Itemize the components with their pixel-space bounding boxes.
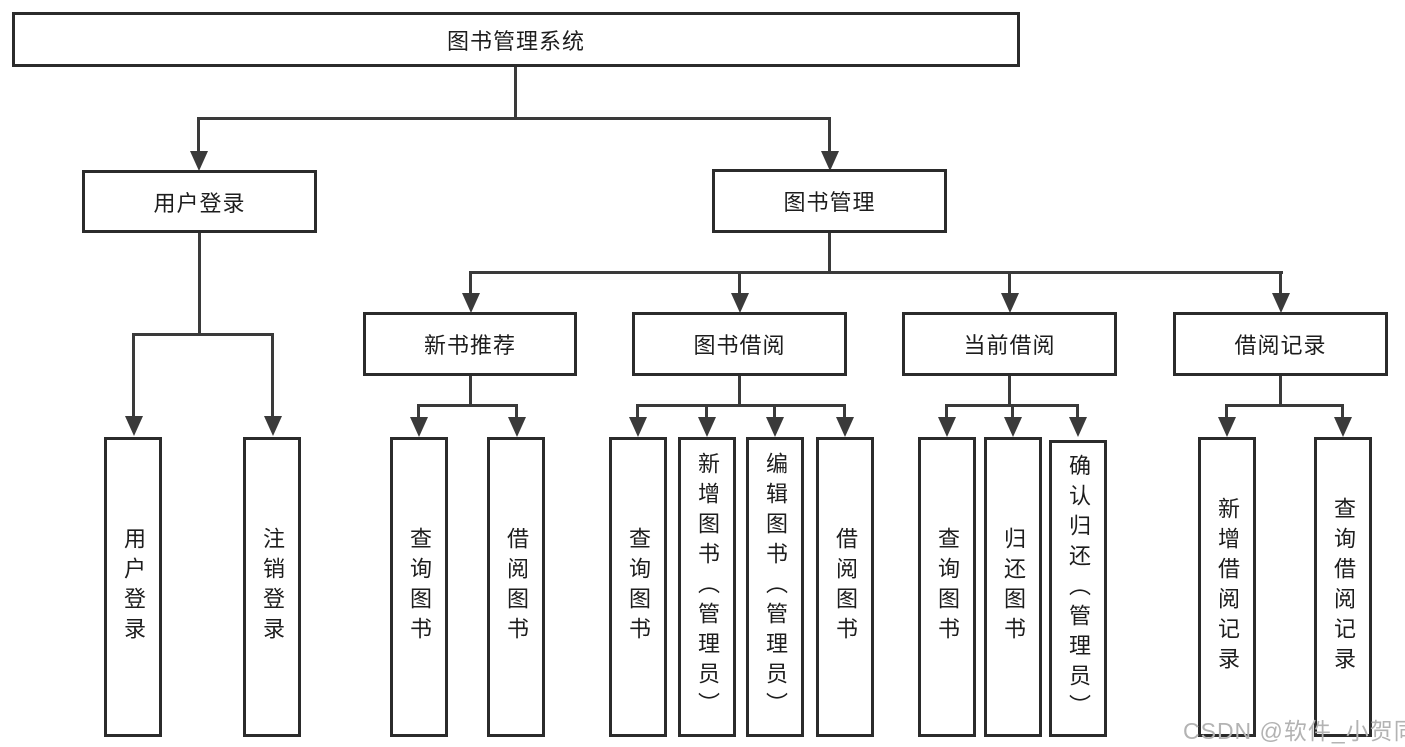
connector-line (1011, 404, 1014, 419)
node-label: 借阅记录 (1234, 333, 1327, 358)
node-label: 用户登录 (153, 190, 246, 216)
node-label: 新书推荐 (423, 333, 516, 358)
node-label: 确认归还（管理员） (1066, 453, 1091, 724)
node-query-books-current: 查询图书 (918, 437, 976, 737)
node-current-borrowing: 当前借阅 (902, 312, 1117, 376)
arrow-down-icon (508, 417, 526, 437)
arrow-down-icon (1334, 417, 1352, 437)
connector-line (1341, 404, 1344, 419)
node-label: 注销登录 (260, 527, 285, 647)
connector-line (197, 117, 200, 154)
connector-line (417, 404, 518, 407)
connector-line (773, 404, 776, 419)
connector-line (271, 333, 274, 417)
arrow-down-icon (821, 151, 839, 171)
connector-line (1279, 375, 1282, 406)
connector-line (197, 117, 831, 120)
node-label: 图书借阅 (693, 333, 786, 358)
arrow-down-icon (766, 417, 784, 437)
node-add-borrow-record: 新增借阅记录 (1198, 437, 1256, 737)
connector-line (1076, 404, 1079, 419)
connector-line (945, 404, 948, 419)
arrow-down-icon (1001, 293, 1019, 313)
connector-line (469, 375, 472, 406)
connector-line (828, 232, 831, 273)
arrow-down-icon (1218, 417, 1236, 437)
arrow-down-icon (731, 293, 749, 313)
arrow-down-icon (190, 151, 208, 171)
arrow-down-icon (629, 417, 647, 437)
node-query-books-recommend: 查询图书 (390, 437, 448, 737)
connector-line (636, 404, 846, 407)
node-confirm-return-admin: 确认归还（管理员） (1049, 440, 1107, 737)
connector-line (515, 404, 518, 419)
connector-line (1225, 404, 1344, 407)
node-label: 归还图书 (1001, 527, 1026, 647)
node-label: 新增图书（管理员） (695, 452, 720, 722)
connector-line (1008, 271, 1011, 295)
watermark-text: CSDN @软件_小贺同学 (1183, 718, 1405, 744)
node-borrow-books: 借阅图书 (816, 437, 874, 737)
connector-line (132, 333, 274, 336)
connector-line (198, 232, 201, 335)
connector-line (828, 117, 831, 154)
connector-line (469, 271, 1283, 274)
node-label: 借阅图书 (833, 527, 858, 647)
connector-line (417, 404, 420, 419)
arrow-down-icon (410, 417, 428, 437)
node-logout: 注销登录 (243, 437, 301, 737)
arrow-down-icon (698, 417, 716, 437)
node-borrowing-records: 借阅记录 (1173, 312, 1388, 376)
node-label: 查询借阅记录 (1331, 497, 1356, 677)
node-label: 图书管理系统 (446, 28, 585, 54)
node-label: 当前借阅 (963, 333, 1056, 358)
node-label: 查询图书 (626, 527, 651, 647)
node-label: 用户登录 (121, 527, 146, 647)
node-library-system: 图书管理系统 (12, 12, 1020, 67)
connector-line (1279, 271, 1282, 295)
arrow-down-icon (462, 293, 480, 313)
node-label: 编辑图书（管理员） (763, 452, 788, 722)
arrow-down-icon (1272, 293, 1290, 313)
connector-line (738, 375, 741, 406)
connector-line (1008, 375, 1011, 406)
node-query-books-borrow: 查询图书 (609, 437, 667, 737)
node-book-management: 图书管理 (712, 169, 947, 233)
connector-line (1225, 404, 1228, 419)
node-label: 查询图书 (407, 527, 432, 647)
node-label: 借阅图书 (504, 527, 529, 647)
connector-line (843, 404, 846, 419)
connector-line (636, 404, 639, 419)
node-user-login: 用户登录 (82, 170, 317, 233)
node-label: 图书管理 (783, 190, 876, 215)
arrow-down-icon (836, 417, 854, 437)
node-edit-book-admin: 编辑图书（管理员） (746, 437, 804, 737)
arrow-down-icon (1069, 417, 1087, 437)
connector-line (132, 333, 135, 417)
arrow-down-icon (1004, 417, 1022, 437)
node-add-book-admin: 新增图书（管理员） (678, 437, 736, 737)
node-label: 新增借阅记录 (1215, 497, 1240, 677)
node-label: 查询图书 (935, 527, 960, 647)
connector-line (514, 66, 517, 119)
node-return-books: 归还图书 (984, 437, 1042, 737)
node-query-borrow-record: 查询借阅记录 (1314, 437, 1372, 737)
node-book-borrowing: 图书借阅 (632, 312, 847, 376)
node-user-login-leaf: 用户登录 (104, 437, 162, 737)
connector-line (705, 404, 708, 419)
node-borrow-books-recommend: 借阅图书 (487, 437, 545, 737)
connector-line (469, 271, 472, 295)
node-new-book-recommendation: 新书推荐 (363, 312, 577, 376)
arrow-down-icon (125, 416, 143, 436)
connector-line (738, 271, 741, 295)
arrow-down-icon (938, 417, 956, 437)
arrow-down-icon (264, 416, 282, 436)
